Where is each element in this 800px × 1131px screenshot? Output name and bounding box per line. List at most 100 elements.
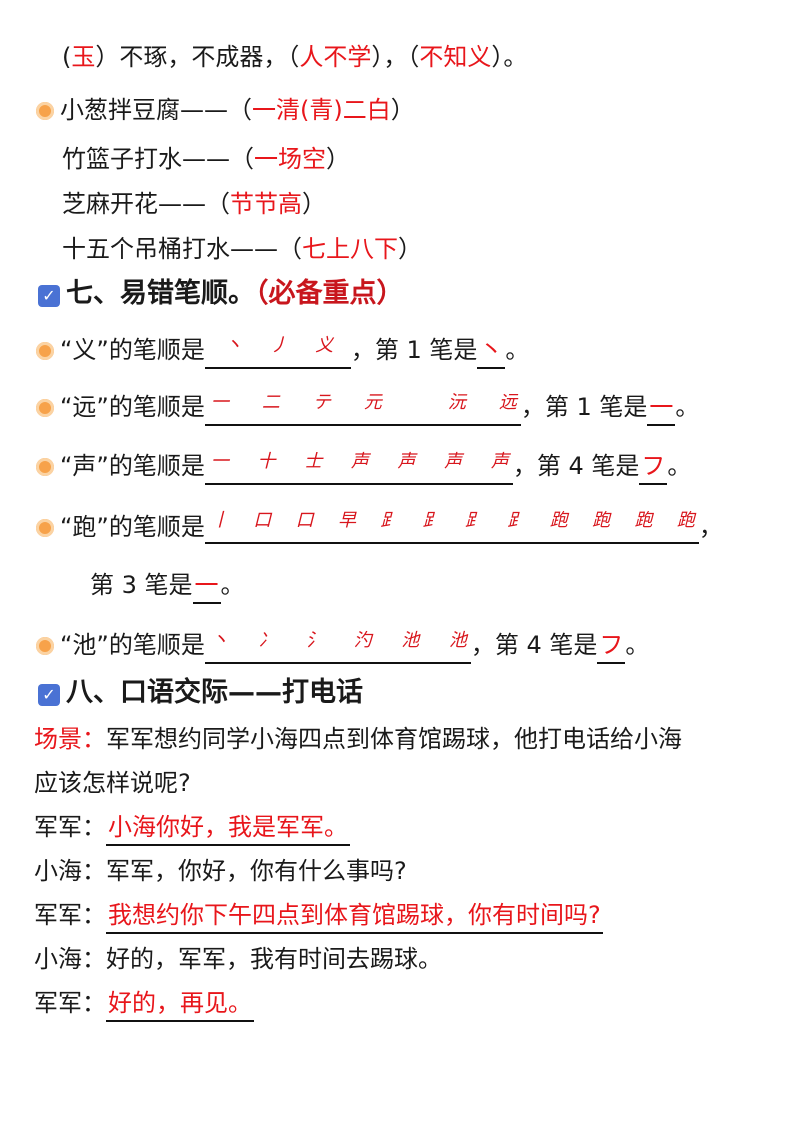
- scene-label: 场景：: [34, 725, 106, 753]
- xiehouyu-item: 竹篮子打水——（一场空）: [62, 142, 350, 176]
- scene-line-2: 应该怎样说呢?: [34, 766, 191, 800]
- stroke-step: 𧾷: [507, 504, 525, 538]
- paren: ）: [326, 145, 350, 173]
- dialogue-line: 军军：我想约你下午四点到体育馆踢球，你有时间吗?: [34, 898, 603, 934]
- riddle-text: 小葱拌豆腐——（: [60, 96, 252, 124]
- stroke-answer: フ: [597, 628, 625, 664]
- proverb-line: (玉）不琢，不成器，（人不学），（不知义）。: [62, 40, 527, 74]
- riddle-text: 芝麻开花——（: [62, 190, 230, 218]
- stroke-step: 一: [211, 386, 229, 420]
- dialogue-answer: 小海你好，我是军军。: [106, 810, 350, 846]
- stroke-step: 汋: [354, 624, 372, 658]
- heading-title: 七、易错笔顺。: [66, 278, 255, 309]
- checkbox-icon: ✓: [38, 684, 60, 706]
- period: 。: [625, 631, 649, 659]
- scene-text: 应该怎样说呢?: [34, 769, 191, 797]
- heading-title: 八、口语交际——打电话: [66, 677, 363, 708]
- answer-text: 一场空: [254, 145, 326, 173]
- paren: (: [62, 43, 71, 71]
- scene-line-1: 场景：军军想约同学小海四点到体育馆踢球，他打电话给小海: [34, 722, 682, 756]
- answer-text: 一清(青)二白: [252, 96, 391, 124]
- bullet-icon: [36, 342, 54, 360]
- dialogue-answer: 我想约你下午四点到体育馆踢球，你有时间吗?: [106, 898, 603, 934]
- stroke-item-pao-answer: 第 3 笔是一。: [90, 568, 245, 604]
- stroke-step: 义: [315, 329, 333, 363]
- stroke-step: 𧾷: [465, 504, 483, 538]
- stroke-step: 声: [398, 445, 416, 479]
- stroke-question: “义”的笔顺是: [60, 336, 205, 364]
- stroke-question: ，第 1 笔是: [521, 393, 648, 421]
- stroke-question: “声”的笔顺是: [60, 452, 205, 480]
- stroke-step: 一: [211, 445, 229, 479]
- speaker: 军军：: [34, 813, 106, 841]
- stroke-step: 口: [253, 504, 271, 538]
- stroke-step: 声: [351, 445, 369, 479]
- stroke-answer: フ: [639, 449, 667, 485]
- answer-text: 七上八下: [302, 235, 398, 263]
- stroke-step: 池: [449, 624, 467, 658]
- stroke-step: 早: [338, 504, 356, 538]
- stroke-question: ，第 4 笔是: [471, 631, 598, 659]
- section-heading-7: ✓七、易错笔顺。（必备重点）: [38, 277, 404, 311]
- stroke-step: 声: [491, 445, 509, 479]
- dialogue-line: 小海：军军，你好，你有什么事吗?: [34, 854, 407, 888]
- stroke-step: 口: [296, 504, 314, 538]
- stroke-blank: 一二テ元𬽦沅远: [205, 390, 521, 426]
- stroke-step: 池: [401, 624, 419, 658]
- stroke-question: ，第 1 笔是: [351, 336, 478, 364]
- dialogue-line: 军军：好的，再见。: [34, 986, 254, 1022]
- proverb-text: ），（: [371, 43, 419, 71]
- bullet-icon: [36, 519, 54, 537]
- dialogue-answer: 好的，再见。: [106, 986, 254, 1022]
- stroke-step: 丨: [211, 504, 229, 538]
- stroke-step: 𧾷: [423, 504, 441, 538]
- stroke-step: 跑: [550, 504, 568, 538]
- bullet-icon: [36, 458, 54, 476]
- stroke-step: 沅: [448, 386, 466, 420]
- period: 。: [667, 452, 691, 480]
- stroke-step: 十: [258, 445, 276, 479]
- answer-text: 玉: [71, 43, 95, 71]
- bullet-icon: [36, 102, 54, 120]
- stroke-step: 元: [364, 386, 382, 420]
- period: 。: [221, 571, 245, 599]
- stroke-question: “池”的笔顺是: [60, 631, 205, 659]
- stroke-answer: 一: [647, 390, 675, 426]
- stroke-step: 跑: [677, 504, 695, 538]
- xiehouyu-item: 十五个吊桶打水——（七上八下）: [62, 232, 422, 266]
- answer-text: 不知义: [419, 43, 491, 71]
- stroke-answer: 一: [193, 568, 221, 604]
- period: 。: [505, 336, 529, 364]
- stroke-step: 丶: [211, 624, 229, 658]
- riddle-text: 竹篮子打水——（: [62, 145, 254, 173]
- stroke-step: 跑: [592, 504, 610, 538]
- heading-note: （必备重点）: [255, 278, 404, 309]
- dialogue-text: 好的，军军，我有时间去踢球。: [106, 945, 442, 973]
- xiehouyu-item: 芝麻开花——（节节高）: [62, 187, 326, 221]
- stroke-question: ，第 4 笔是: [513, 452, 640, 480]
- stroke-answer: 丶: [477, 333, 505, 369]
- period: 。: [675, 393, 699, 421]
- bullet-icon: [36, 637, 54, 655]
- speaker: 小海：: [34, 857, 106, 885]
- xiehouyu-item: 小葱拌豆腐——（一清(青)二白）: [36, 93, 415, 127]
- riddle-text: 十五个吊桶打水——（: [62, 235, 302, 263]
- stroke-step: 氵: [306, 624, 324, 658]
- stroke-question: “远”的笔顺是: [60, 393, 205, 421]
- stroke-step: 丿: [270, 329, 288, 363]
- paren: ）: [398, 235, 422, 263]
- stroke-blank: 丶冫氵汋池池: [205, 628, 471, 664]
- dialogue-line: 军军：小海你好，我是军军。: [34, 810, 350, 846]
- stroke-question: ，: [699, 513, 723, 541]
- stroke-item-yuan: “远”的笔顺是一二テ元𬽦沅远，第 1 笔是一。: [36, 390, 699, 426]
- stroke-item-sheng: “声”的笔顺是一十士声声声声，第 4 笔是フ。: [36, 449, 691, 485]
- stroke-question: “跑”的笔顺是: [60, 513, 205, 541]
- stroke-blank: 一十士声声声声: [205, 449, 513, 485]
- stroke-blank: 丨口口早𧾷𧾷𧾷𧾷跑跑跑跑: [205, 508, 699, 544]
- speaker: 军军：: [34, 901, 106, 929]
- proverb-text: ）。: [491, 43, 527, 71]
- stroke-step: 冫: [258, 624, 276, 658]
- stroke-step: 声: [444, 445, 462, 479]
- scene-text: 军军想约同学小海四点到体育馆踢球，他打电话给小海: [106, 725, 682, 753]
- stroke-step: テ: [313, 386, 331, 420]
